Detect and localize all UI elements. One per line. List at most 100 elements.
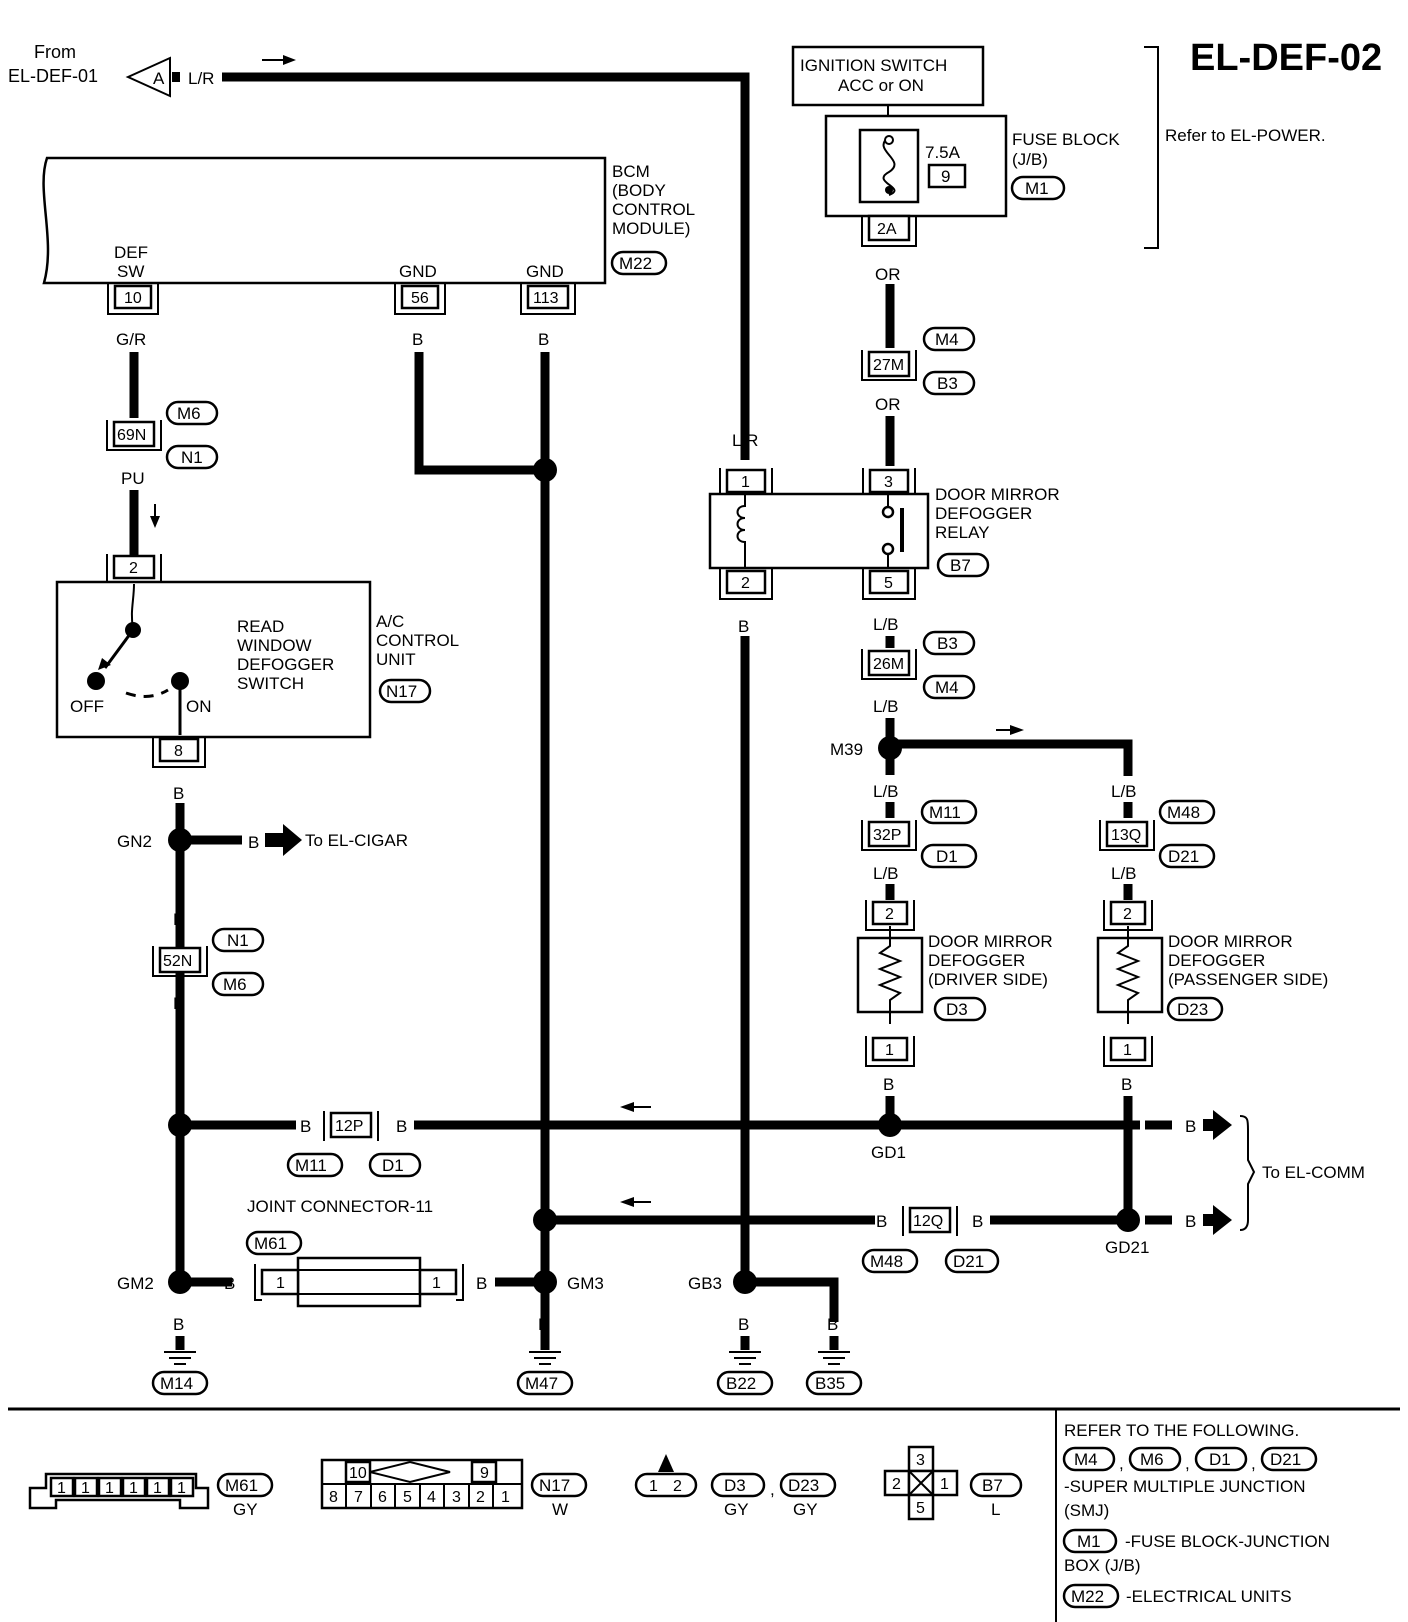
relay-coil-icon: [736, 494, 746, 568]
svg-text:2: 2: [673, 1478, 682, 1495]
svg-text:M4: M4: [1074, 1450, 1098, 1469]
svg-text:1: 1: [177, 1480, 186, 1497]
splice-gm2: GM2: [117, 1274, 154, 1293]
wire-label-b-acunit: B: [173, 784, 184, 803]
relay-label-2: DEFOGGER: [935, 504, 1032, 523]
refer-smj-2: (SMJ): [1064, 1501, 1109, 1520]
passenger-conn: D23: [1177, 1000, 1208, 1019]
legend-n17-color: W: [552, 1500, 568, 1519]
conn-d21-b: D21: [953, 1252, 984, 1271]
bcm-gnd-2: GND: [526, 262, 564, 281]
wire-label-lb-3: L/B: [873, 782, 899, 801]
wire-label-b-113: B: [538, 330, 549, 349]
legend-m61-color: GY: [233, 1500, 258, 1519]
conn-m4-a: M4: [935, 330, 959, 349]
passenger-heater-icon: [1115, 926, 1141, 1024]
passenger-pin-2: 2: [1123, 906, 1132, 923]
svg-text:1: 1: [81, 1480, 90, 1497]
from-connector-letter: A: [153, 69, 165, 88]
svg-text:7: 7: [354, 1489, 363, 1506]
svg-text:1: 1: [105, 1480, 114, 1497]
relay-box: [708, 492, 930, 570]
svg-text:2: 2: [892, 1476, 901, 1493]
bcm-pin-56: 56: [411, 290, 429, 307]
from-stub: [172, 72, 180, 82]
svg-text:B: B: [972, 1212, 983, 1231]
joint-pin-right: 1: [432, 1275, 441, 1292]
legend-d3-color: GY: [724, 1500, 749, 1519]
bcm-def-sw-1: DEF: [114, 243, 148, 262]
refer-m1: -FUSE BLOCK-JUNCTION: [1125, 1532, 1330, 1551]
wire-label-lr-relay: L/R: [732, 431, 758, 450]
bcm-def-sw-2: SW: [117, 262, 144, 281]
ground-m47: M47: [525, 1374, 558, 1393]
svg-text:1: 1: [649, 1478, 658, 1495]
bcm-pin-113: 113: [533, 290, 559, 307]
svg-text:B: B: [173, 1315, 184, 1334]
conn-13q: 13Q: [1111, 827, 1141, 844]
bcm-label-4: MODULE): [612, 219, 690, 238]
svg-text:B: B: [827, 1315, 838, 1334]
bcm-label-1: BCM: [612, 162, 650, 181]
legend-b7-face: 3 2 1 5: [883, 1445, 959, 1521]
conn-m48-b: M48: [870, 1252, 903, 1271]
wire-label-lb-5: L/B: [1111, 782, 1137, 801]
svg-text:1: 1: [153, 1480, 162, 1497]
refer-heading: REFER TO THE FOLLOWING.: [1064, 1421, 1299, 1440]
acunit-switch-3: DEFOGGER: [237, 655, 334, 674]
conn-n1-a: N1: [181, 448, 203, 467]
svg-text:B: B: [476, 1274, 487, 1293]
relay-conn: B7: [950, 556, 971, 575]
splice-gn2: GN2: [117, 832, 152, 851]
conn-m6-b: M6: [223, 975, 247, 994]
acunit-box: [55, 580, 372, 739]
legend-d3-face: 1 2: [634, 1454, 698, 1498]
svg-text:1: 1: [129, 1480, 138, 1497]
to-cigar-arrow: [265, 824, 302, 856]
wire-label-or-1: OR: [875, 265, 901, 284]
svg-text:2: 2: [476, 1489, 485, 1506]
bcm-label-3: CONTROL: [612, 200, 695, 219]
conn-b3-a: B3: [937, 374, 958, 393]
conn-b3-b: B3: [937, 634, 958, 653]
refer-smj: -SUPER MULTIPLE JUNCTION: [1064, 1477, 1306, 1496]
splice-gb3: GB3: [688, 1274, 722, 1293]
conn-52n: 52N: [163, 953, 192, 970]
relay-pin-5: 5: [884, 575, 893, 592]
driver-heater-icon: [877, 926, 903, 1024]
page-title: EL-DEF-02: [1190, 37, 1382, 79]
wire-b-56: [414, 352, 545, 475]
driver-pin-1: 1: [885, 1042, 894, 1059]
svg-text:,: ,: [1185, 1454, 1190, 1473]
ground-icon-m14: [164, 1351, 196, 1365]
legend-b7-color: L: [991, 1500, 1000, 1519]
splice-m39: M39: [830, 740, 863, 759]
conn-32p: 32P: [873, 827, 901, 844]
relay-pin-2: 2: [741, 575, 750, 592]
ground-b22: B22: [726, 1374, 756, 1393]
bcm-label-2: (BODY: [612, 181, 666, 200]
ground-icon-b22: [729, 1351, 761, 1365]
ground-icon-b35: [818, 1351, 850, 1365]
passenger-label-3: (PASSENGER SIDE): [1168, 970, 1328, 989]
bcm-conn: M22: [619, 254, 652, 273]
svg-text:1: 1: [940, 1476, 949, 1493]
refer-m22: -ELECTRICAL UNITS: [1126, 1587, 1292, 1606]
svg-text:,: ,: [1119, 1454, 1124, 1473]
relay-label-3: RELAY: [935, 523, 990, 542]
svg-text:9: 9: [480, 1465, 489, 1482]
legend-n17-face: 10 9 8 7 6 5 4 3 2 1: [320, 1458, 524, 1510]
acunit-switch-2: WINDOW: [237, 636, 312, 655]
wire-label-b-52n: B: [173, 994, 184, 1013]
svg-text:3: 3: [452, 1489, 461, 1506]
from-source: EL-DEF-01: [8, 66, 98, 86]
conn-m4-b: M4: [935, 678, 959, 697]
passenger-pin-1: 1: [1123, 1042, 1132, 1059]
wire-b-gb3-b35: [745, 1277, 839, 1322]
svg-text:B: B: [1185, 1212, 1196, 1231]
acunit-switch-4: SWITCH: [237, 674, 304, 693]
legend-d23-conn: D23: [788, 1476, 819, 1495]
svg-text:M22: M22: [1071, 1587, 1104, 1606]
acunit-on: ON: [186, 697, 212, 716]
refer-m1-2: BOX (J/B): [1064, 1556, 1141, 1575]
